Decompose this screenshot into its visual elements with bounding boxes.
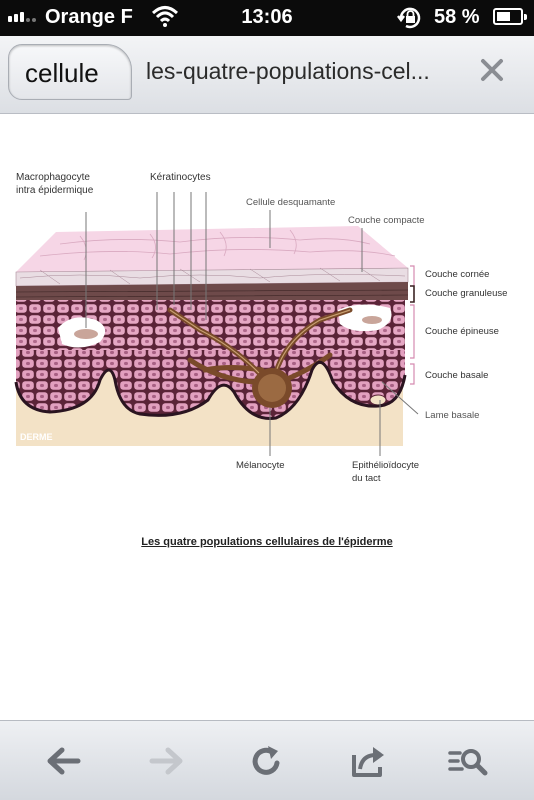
label-cornee: Couche cornée	[425, 269, 489, 280]
epidermis-diagram: DERME	[14, 172, 507, 484]
browser-tab-bar: cellule les-quatre-populations-cel...	[0, 36, 534, 114]
forward-arrow-icon[interactable]	[144, 741, 188, 781]
rotation-lock-icon	[396, 5, 424, 37]
signal-strength-icon	[8, 12, 36, 22]
label-lame-basale: Lame basale	[425, 410, 479, 421]
label-compacte: Couche compacte	[348, 215, 425, 226]
figure-caption: Les quatre populations cellulaires de l'…	[141, 536, 393, 548]
battery-percentage: 58 %	[434, 6, 480, 28]
label-keratinocytes: Kératinocytes	[150, 172, 211, 183]
label-melanocyte: Mélanocyte	[236, 460, 285, 471]
label-granuleuse: Couche granuleuse	[425, 288, 507, 299]
page-content: DERME	[0, 114, 534, 720]
page-title[interactable]: les-quatre-populations-cel...	[146, 58, 430, 84]
derme-label: DERME	[20, 432, 53, 442]
reader-search-icon[interactable]	[446, 741, 490, 781]
clock: 13:06	[241, 6, 293, 28]
label-desquamante: Cellule desquamante	[246, 197, 335, 208]
wifi-icon	[150, 4, 180, 34]
label-tact-1: Epithélioïdocyte	[352, 460, 419, 471]
carrier-name: Orange F	[45, 6, 133, 28]
active-tab-label: cellule	[25, 58, 99, 88]
battery-icon	[493, 8, 527, 25]
share-icon[interactable]	[346, 741, 390, 781]
close-tab-icon[interactable]	[476, 52, 508, 88]
label-tact-2: du tact	[352, 473, 381, 484]
status-bar: Orange F 13:06 58 %	[0, 0, 534, 36]
active-tab[interactable]: cellule	[8, 44, 132, 100]
label-macrophage-1: Macrophagocyte	[16, 172, 90, 183]
back-arrow-icon[interactable]	[42, 741, 86, 781]
reload-icon[interactable]	[244, 741, 288, 781]
label-basale: Couche basale	[425, 370, 488, 381]
label-macrophage-2: intra épidermique	[16, 185, 94, 196]
browser-toolbar	[0, 720, 534, 800]
label-epineuse: Couche épineuse	[425, 326, 499, 337]
